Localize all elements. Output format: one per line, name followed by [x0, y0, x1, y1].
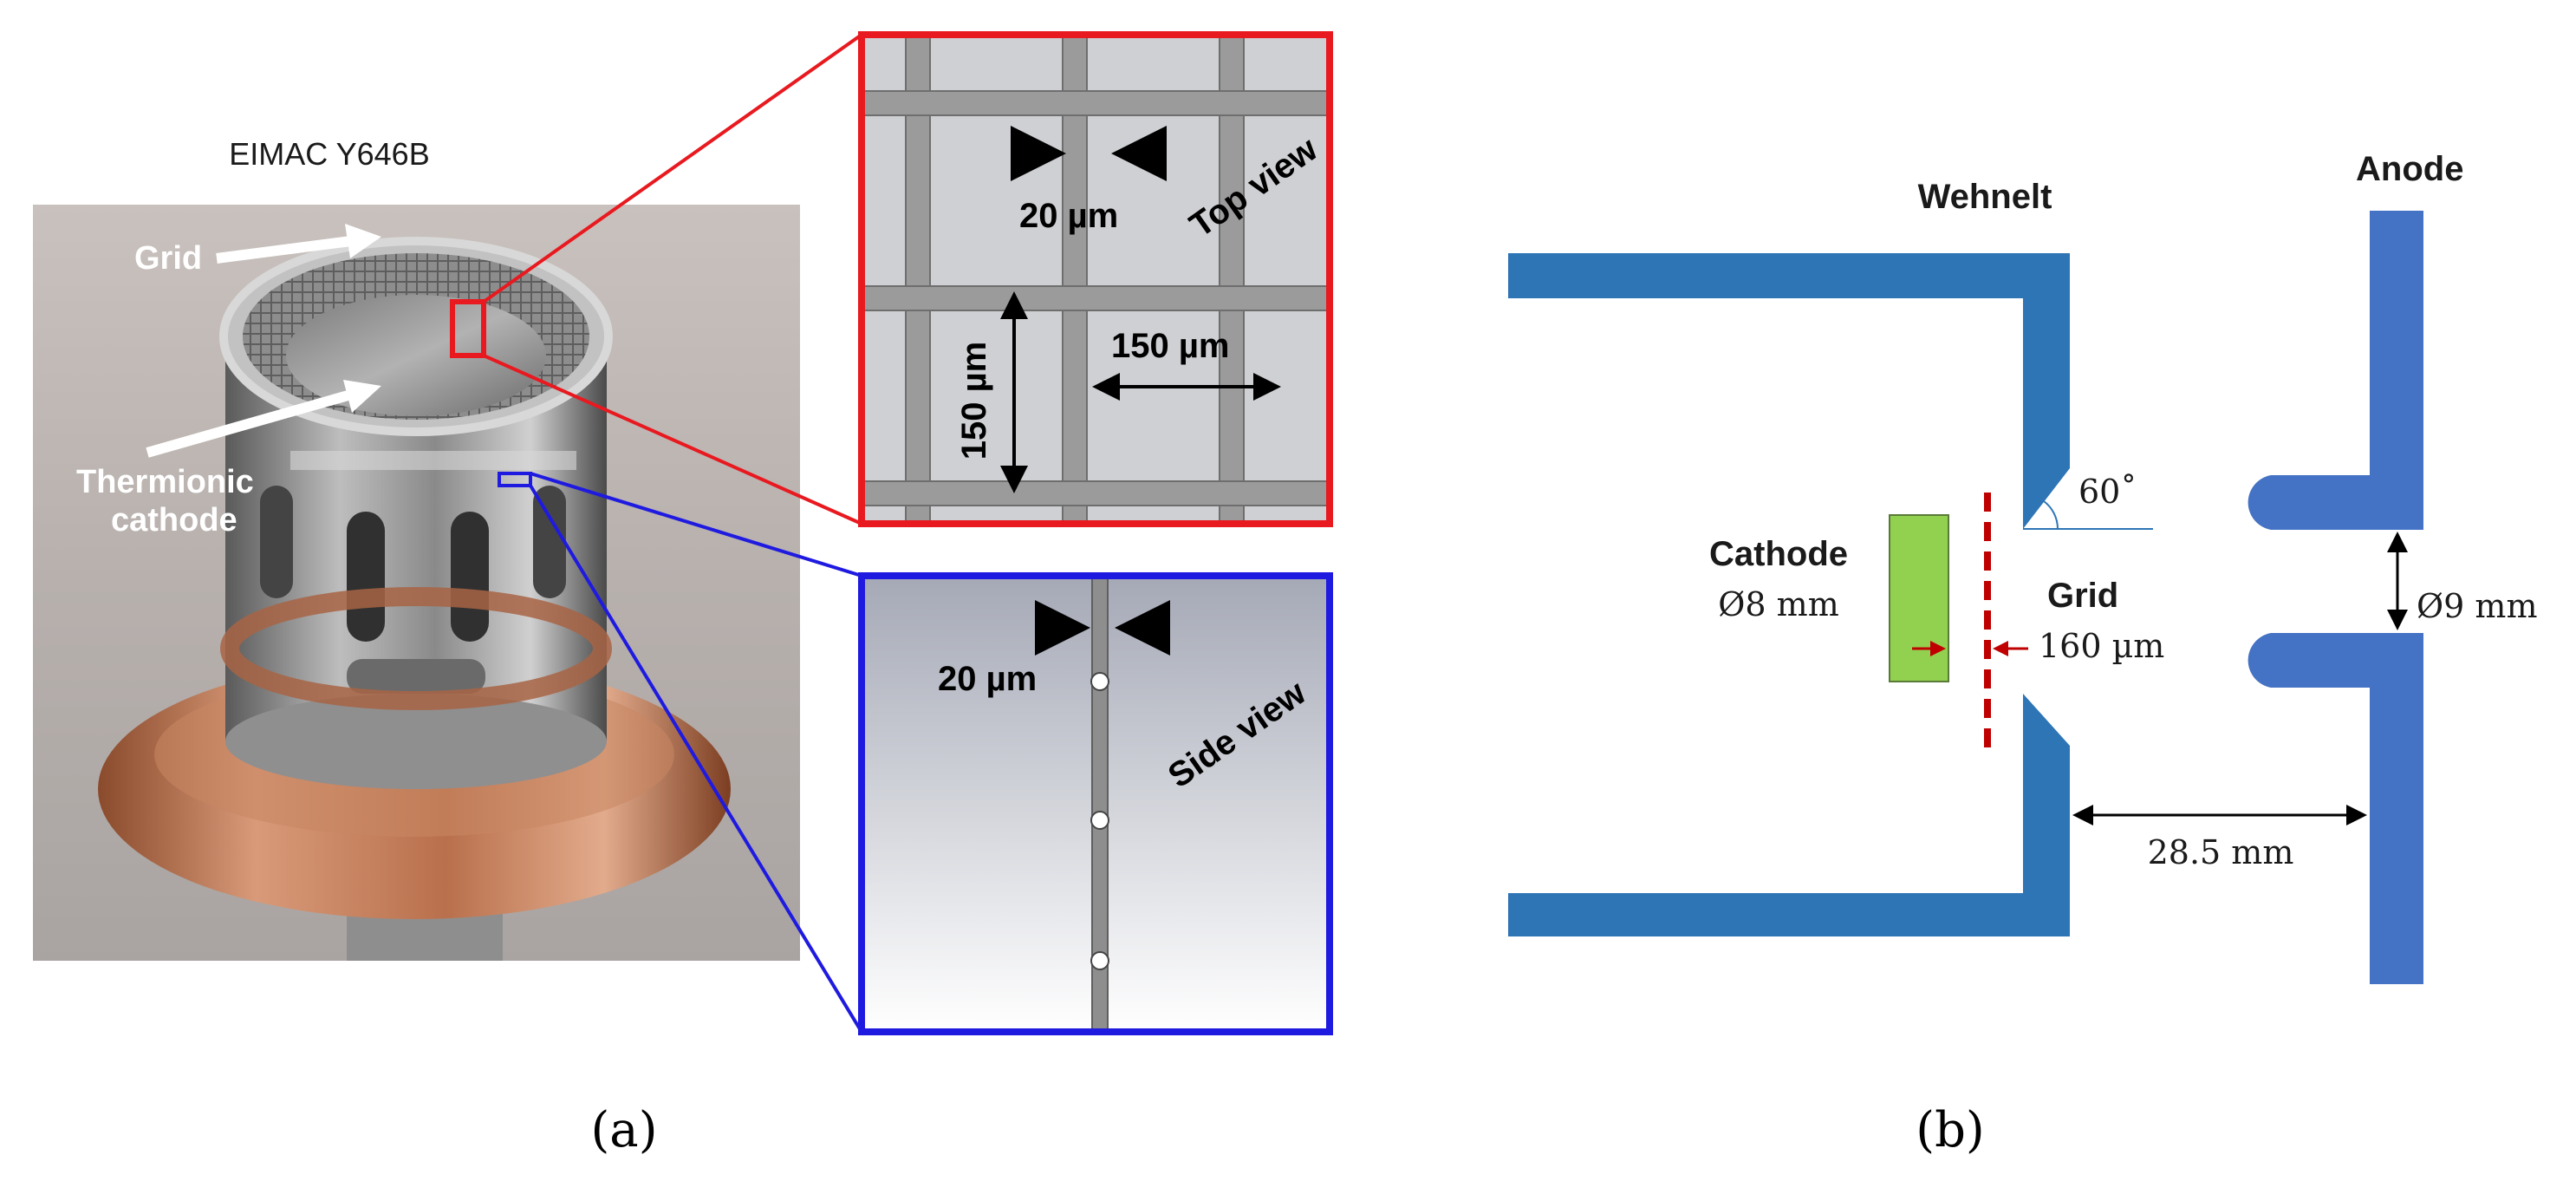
top-view-inset: 20 µm Top view 150 µm 150 µm: [858, 31, 1333, 527]
mesh-wires: [861, 34, 1330, 525]
anode-aperture-label: Ø9 mm: [2417, 587, 2537, 625]
grid-label-b: Grid: [2047, 577, 2118, 615]
device-photo: [33, 205, 800, 961]
top-view-connector-lower: [483, 354, 862, 525]
anode-lower: [2247, 633, 2423, 984]
top-view-connector-upper: [482, 33, 863, 303]
cathode-label-line2: cathode: [111, 502, 237, 538]
cathode-diameter-label: Ø8 mm: [1718, 585, 1838, 623]
angle-label: 60˚: [2078, 473, 2137, 511]
panel-a: EIMAC Y646B Grid Thermionic cathode: [33, 31, 1333, 1158]
side-view-zoom-marker: [498, 472, 532, 487]
side-view-connector-lower: [529, 484, 863, 1034]
side-view-inset: 20 µm Side view: [858, 572, 1333, 1035]
cathode-label-line1: Thermionic: [76, 464, 254, 500]
vertical-pitch-label: 150 µm: [955, 342, 993, 460]
caption-a: (a): [590, 1102, 657, 1158]
caption-b: (b): [1916, 1102, 1985, 1158]
anode-label: Anode: [2356, 150, 2463, 188]
horizontal-pitch-label: 150 µm: [1111, 327, 1229, 365]
cathode-pointer-arrow: [146, 380, 381, 458]
grid-label: Grid: [134, 240, 202, 277]
top-view-zoom-marker: [450, 299, 486, 358]
device-label: EIMAC Y646B: [229, 136, 429, 172]
cathode-label: Cathode: [1709, 535, 1848, 573]
wehnelt-upper: [1508, 253, 2070, 529]
top-wire-width-label: 20 µm: [1019, 197, 1118, 235]
side-wire-width-label: 20 µm: [938, 660, 1037, 698]
spacing-label: 28.5 mm: [2148, 833, 2294, 871]
grid-pointer-arrow: [216, 224, 381, 264]
anode-upper: [2247, 211, 2423, 530]
grid-gap-label: 160 µm: [2039, 627, 2164, 665]
panel-b: Wehnelt Anode Cathode Ø8 mm Grid 160 µm …: [1508, 150, 2537, 1158]
cathode-block: [1889, 514, 1949, 682]
angle-indicator: [2023, 500, 2153, 530]
side-view-connector-upper: [530, 472, 862, 577]
wehnelt-lower: [1508, 694, 2070, 936]
wehnelt-label: Wehnelt: [1918, 178, 2052, 216]
